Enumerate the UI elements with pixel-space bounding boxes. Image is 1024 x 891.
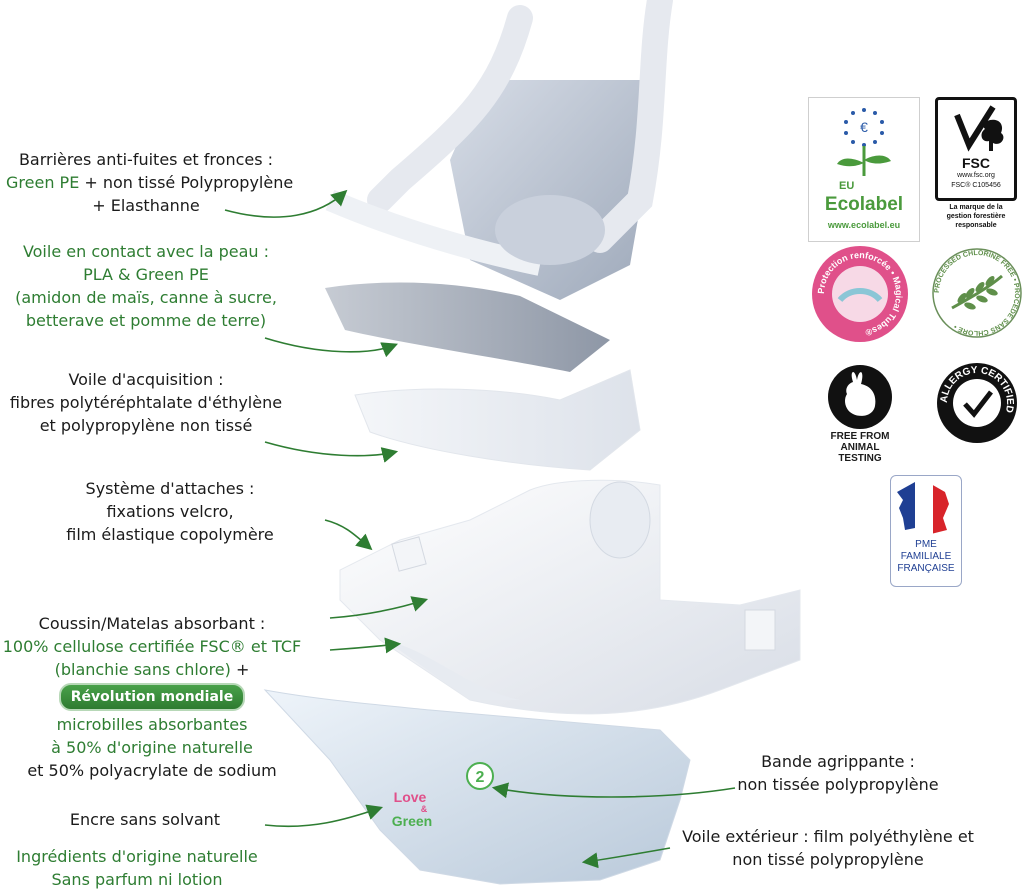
diaper-print-love: Love <box>394 789 427 805</box>
label-grip: Bande agrippante : non tissée polypropyl… <box>737 752 939 794</box>
fsc-code: FSC® C105456 <box>951 182 1001 189</box>
label-barriers: Barrières anti-fuites et fronces : Green… <box>6 150 294 215</box>
skin-veil-layer <box>325 282 610 372</box>
diaper-print-green: Green <box>392 813 432 829</box>
animal-line1: FREE FROM <box>830 431 890 442</box>
fsc-caption1: La marque de la <box>949 204 1003 211</box>
label-ink: Encre sans solvant <box>69 810 221 829</box>
flower-icon: € <box>837 108 891 176</box>
fsc-box <box>935 97 1017 201</box>
revolution-pill: Révolution mondiale <box>58 683 246 711</box>
label-outer: Voile extérieur : film polyéthylène et n… <box>682 827 974 869</box>
ecolabel-eu: EU <box>839 180 855 192</box>
chlorine-free-badge: PROCESSED CHLORINE FREE • PROCÉDÉ SANS C… <box>932 248 1022 338</box>
label-fasteners: Système d'attaches : fixations velcro, f… <box>66 479 274 544</box>
allergy-certified-badge: ALLERGY CERTIFIED <box>937 363 1017 443</box>
rabbit-icon <box>828 365 892 429</box>
outer-layer: 2 Love & Green <box>263 689 691 885</box>
fsc-badge: FSC www.fsc.org FSC® C105456 La marque d… <box>935 97 1017 237</box>
animal-testing-badge: FREE FROM ANIMAL TESTING <box>815 364 905 464</box>
label-acquisition: Voile d'acquisition : fibres polytérépht… <box>9 370 283 435</box>
label-natural: Ingrédients d'origine naturelle Sans par… <box>16 847 258 889</box>
fsc-caption3: responsable <box>955 222 997 229</box>
fsc-name: FSC <box>962 155 990 171</box>
svg-text:€: € <box>860 119 868 135</box>
arrow-ink <box>264 804 384 828</box>
france-map-icon <box>897 482 949 534</box>
arrow-grip <box>491 782 736 799</box>
barrier-layer <box>325 0 673 300</box>
pme-line1: PME <box>915 539 937 550</box>
arrow-skin <box>264 337 398 358</box>
pme-line3: FRANÇAISE <box>897 563 955 574</box>
arrow-barriers <box>224 189 348 218</box>
pme-line2: FAMILIALE <box>900 551 952 562</box>
fsc-url: www.fsc.org <box>957 172 995 179</box>
acquisition-layer <box>354 369 641 471</box>
animal-line3: TESTING <box>838 453 882 464</box>
animal-line2: ANIMAL <box>840 442 880 453</box>
label-skin-veil: Voile en contact avec la peau : PLA & Gr… <box>15 242 277 330</box>
label-core: Coussin/Matelas absorbant : 100% cellulo… <box>2 614 302 780</box>
ecolabel-url: www.ecolabel.eu <box>827 220 901 230</box>
core-layer <box>339 479 801 715</box>
pme-badge: PME FAMILIALE FRANÇAISE <box>890 475 962 587</box>
arrow-core <box>329 596 429 619</box>
tree-check-icon <box>954 105 1004 152</box>
arrow-acquisition <box>264 441 399 463</box>
arrow-outer <box>581 847 671 869</box>
arrow-core2 <box>329 637 402 654</box>
ecolabel-badge: € EU Ecolabel www.ecolabel.eu <box>808 97 920 242</box>
diaper-size-number: 2 <box>476 769 485 786</box>
diaper-print-amp: & <box>421 804 428 814</box>
ecolabel-name: Ecolabel <box>824 194 904 215</box>
fsc-caption2: gestion forestière <box>946 213 1006 220</box>
arrow-fasteners <box>324 519 373 551</box>
magical-tubes-badge: Protection renforcée • Magical Tubes® <box>812 246 908 342</box>
